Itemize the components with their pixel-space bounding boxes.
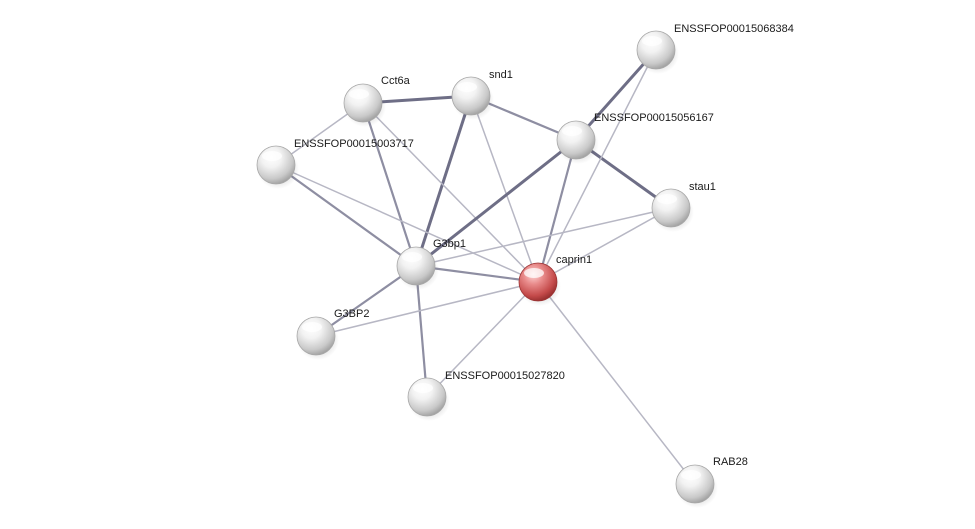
edge-RAB28-caprin1 — [537, 281, 696, 485]
node-label: ENSSFOP00015068384 — [674, 23, 794, 35]
edge-Cct6a-caprin1 — [362, 102, 539, 283]
node-label: ENSSFOP00015003717 — [294, 138, 414, 150]
node-Cct6a[interactable]: Cct6a — [343, 75, 411, 127]
node-label: G3bp1 — [433, 238, 466, 250]
node-stau1[interactable]: stau1 — [651, 181, 716, 232]
node-snd1[interactable]: snd1 — [451, 69, 513, 120]
node-G3BP2[interactable]: G3BP2 — [296, 308, 369, 360]
node-highlight — [413, 383, 433, 393]
node-RAB28[interactable]: RAB28 — [675, 456, 748, 508]
node-ENSSFOP00015003717[interactable]: ENSSFOP00015003717 — [256, 138, 414, 189]
node-highlight — [642, 36, 662, 46]
edge-ENSSFOP00015003717-caprin1 — [275, 164, 539, 283]
node-label: RAB28 — [713, 456, 748, 468]
node-label: ENSSFOP00015027820 — [445, 370, 565, 382]
edge-ENSSFOP00015056167-caprin1 — [536, 138, 578, 284]
node-highlight — [524, 268, 544, 278]
edge-stau1-caprin1 — [537, 207, 672, 283]
edge-Cct6a-G3bp1 — [361, 101, 418, 268]
node-caprin1[interactable]: caprin1 — [518, 254, 592, 306]
node-label: stau1 — [689, 181, 716, 193]
node-highlight — [562, 126, 582, 136]
node-G3bp1[interactable]: G3bp1 — [396, 238, 466, 290]
node-highlight — [262, 151, 282, 161]
nodes-layer: caprin1G3bp1snd1Cct6aENSSFOP00015003717E… — [256, 23, 794, 508]
node-label: G3BP2 — [334, 308, 369, 320]
node-ENSSFOP00015027820[interactable]: ENSSFOP00015027820 — [407, 370, 565, 421]
node-ENSSFOP00015068384[interactable]: ENSSFOP00015068384 — [636, 23, 794, 74]
edge-G3BP2-caprin1 — [315, 281, 539, 337]
node-label: ENSSFOP00015056167 — [594, 112, 714, 124]
node-label: caprin1 — [556, 254, 592, 266]
edge-ENSSFOP00015068384-caprin1 — [537, 49, 657, 283]
node-highlight — [402, 252, 422, 262]
edge-stau1-G3bp1 — [415, 207, 672, 267]
node-label: Cct6a — [381, 75, 411, 87]
node-highlight — [457, 82, 477, 92]
edge-ENSSFOP00015003717-G3bp1 — [274, 163, 418, 268]
node-highlight — [657, 194, 677, 204]
edge-ENSSFOP00015027820-caprin1 — [426, 281, 539, 398]
node-highlight — [302, 322, 322, 332]
node-label: snd1 — [489, 69, 513, 81]
node-ENSSFOP00015056167[interactable]: ENSSFOP00015056167 — [556, 112, 714, 164]
edge-snd1-caprin1 — [470, 95, 539, 283]
node-highlight — [349, 89, 369, 99]
edge-ENSSFOP00015056167-G3bp1 — [414, 138, 578, 268]
node-highlight — [681, 470, 701, 480]
edge-snd1-G3bp1 — [414, 94, 473, 268]
